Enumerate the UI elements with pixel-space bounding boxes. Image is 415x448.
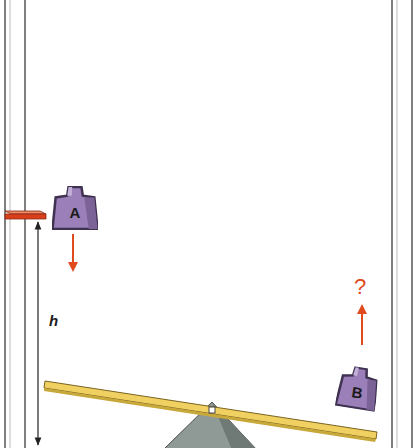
height-label: h	[49, 312, 58, 329]
tube-edge	[397, 0, 398, 448]
right-tube	[392, 0, 412, 448]
fall-arrow	[72, 234, 74, 270]
rise-arrow	[361, 306, 363, 345]
seesaw-beam	[44, 381, 377, 439]
height-arrow	[37, 222, 38, 445]
shelf-top	[5, 211, 46, 214]
beam-edge	[44, 388, 376, 442]
question-mark: ?	[354, 274, 366, 300]
tube-edge	[10, 0, 11, 448]
left-tube	[5, 0, 25, 448]
weight: A	[52, 186, 98, 230]
weight-label: A	[52, 204, 98, 221]
pivot-pin	[209, 407, 215, 413]
weight: B	[335, 364, 381, 412]
shelf	[5, 214, 46, 219]
